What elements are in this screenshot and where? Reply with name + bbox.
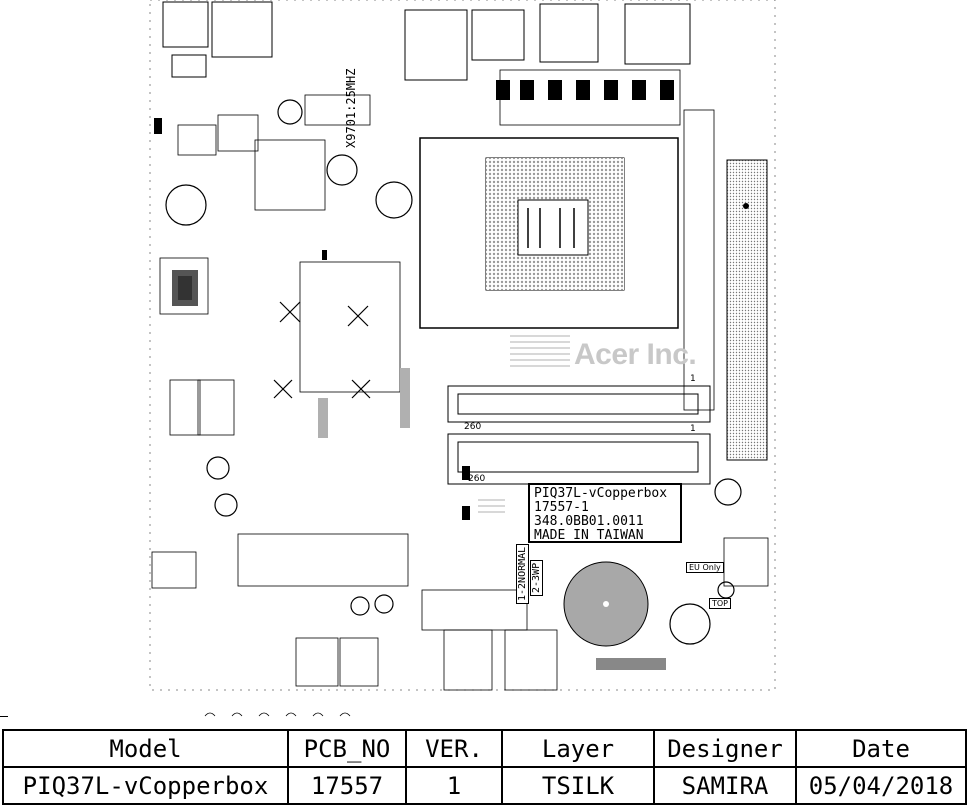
value-model: PIQ37L-vCopperbox: [2, 766, 289, 805]
title-block-value-row: PIQ37L-vCopperbox 17557 1 TSILK SAMIRA 0…: [2, 766, 967, 805]
edge-dash: [0, 716, 8, 717]
label-line-number: 17557-1: [534, 500, 589, 515]
label-line-part: 348.0BB01.0011: [534, 514, 644, 529]
cpu-socket-frame: [419, 137, 679, 329]
capacitor-2: [375, 181, 413, 219]
usb-port-2: [539, 3, 599, 63]
pcb-silkscreen-board: [149, 0, 776, 717]
slot-mark-3: 1: [690, 374, 696, 384]
value-designer: SAMIRA: [653, 766, 797, 805]
title-block-header-row: Model PCB_NO VER. Layer Designer Date: [2, 729, 967, 768]
header-designer: Designer: [653, 729, 797, 768]
slot-mark-1: 260: [464, 422, 482, 432]
normal-mark: 1-2NORMAL: [516, 543, 529, 604]
header-ver: VER.: [405, 729, 503, 768]
board-outline: [149, 0, 776, 691]
crystal-label: X9701:25MHZ: [344, 68, 358, 148]
value-layer: TSILK: [501, 766, 655, 805]
eu-only-mark: EU Only: [686, 562, 724, 573]
header-pcb-no: PCB_NO: [287, 729, 407, 768]
pcb-identity-label: PIQ37L-vCopperbox 17557-1 348.0BB01.0011…: [528, 483, 682, 543]
slot-mark-2: 260: [468, 474, 486, 484]
header-date: Date: [795, 729, 967, 768]
usb-port-3: [624, 3, 691, 65]
slot-mark-4: 1: [690, 424, 696, 434]
capacitor-3: [326, 154, 358, 186]
capacitor-1: [165, 184, 207, 226]
sodimm-slot-top: [447, 385, 711, 423]
usb-port-1: [471, 9, 525, 61]
label-line-model: PIQ37L-vCopperbox: [534, 486, 668, 501]
value-ver: 1: [405, 766, 503, 805]
pcb-silkscreen-drawing: [149, 0, 776, 717]
jack-top-left: [162, 1, 209, 48]
header-layer: Layer: [501, 729, 655, 768]
silk-brand-logo: Acer Inc.: [574, 338, 697, 371]
header-model: Model: [2, 729, 289, 768]
title-block-table: Model PCB_NO VER. Layer Designer Date PI…: [2, 729, 967, 805]
wp-mark: 2-3WP: [530, 559, 543, 596]
label-line-origin: MADE IN TAIWAN: [534, 528, 644, 543]
value-pcb-no: 17557: [287, 766, 407, 805]
lan-port-1: [404, 9, 468, 81]
ic-footprint-bottom: [237, 533, 409, 587]
top-mark: TOP: [709, 598, 732, 609]
value-date: 05/04/2018: [795, 766, 967, 805]
jack-top-left-2: [211, 1, 273, 58]
right-edge-connector: [726, 159, 768, 461]
